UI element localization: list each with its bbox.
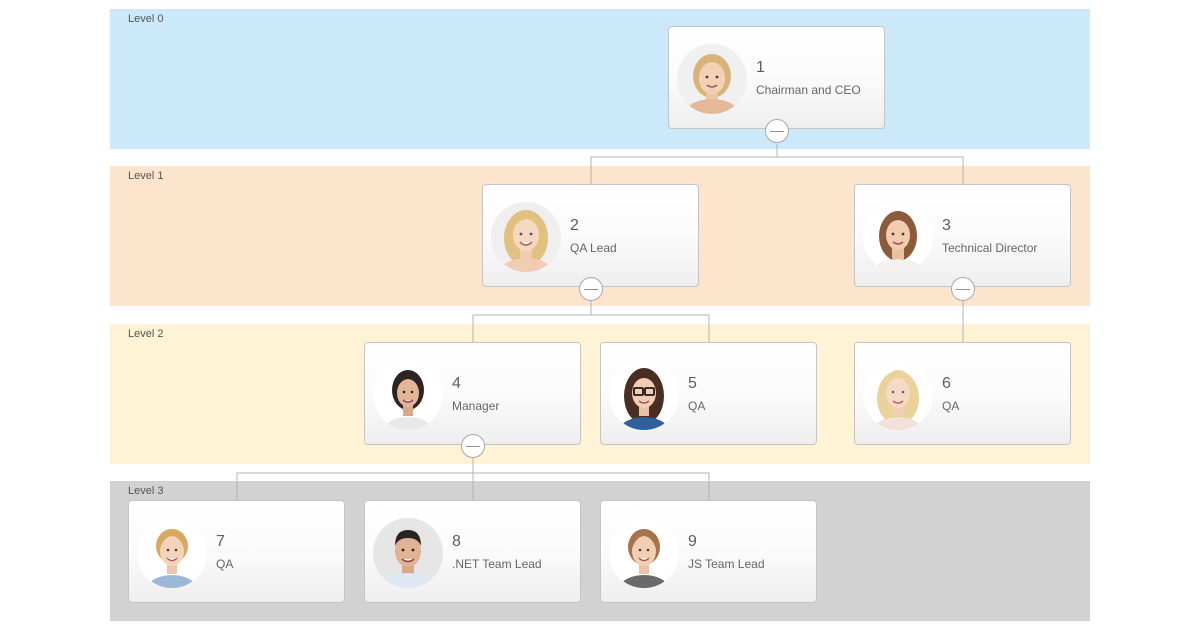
org-node-1[interactable]: 1 Chairman and CEO: [668, 26, 885, 129]
org-node-2[interactable]: 2 QA Lead: [482, 184, 699, 287]
level-label: Level 0: [128, 13, 164, 25]
node-number: 7: [216, 533, 225, 550]
node-number: 5: [688, 375, 697, 392]
collapse-toggle-icon[interactable]: [579, 277, 603, 301]
node-title: .NET Team Lead: [452, 557, 542, 571]
org-node-4[interactable]: 4 Manager: [364, 342, 581, 445]
female-dark-hair-avatar: [373, 360, 443, 430]
collapse-toggle-icon[interactable]: [765, 119, 789, 143]
org-node-8[interactable]: 8 .NET Team Lead: [364, 500, 581, 603]
level-band-0: Level 0: [110, 9, 1090, 149]
node-title: QA: [942, 399, 960, 413]
node-title: QA Lead: [570, 241, 617, 255]
node-number: 8: [452, 533, 461, 550]
female-blonde-avatar: [677, 44, 747, 114]
node-number: 2: [570, 217, 579, 234]
level-label: Level 3: [128, 485, 164, 497]
org-node-7[interactable]: 7 QA: [128, 500, 345, 603]
collapse-toggle-icon[interactable]: [461, 434, 485, 458]
org-node-3[interactable]: 3 Technical Director: [854, 184, 1071, 287]
female-blonde-avatar: [863, 360, 933, 430]
node-title: Chairman and CEO: [756, 83, 861, 97]
male-avatar: [373, 518, 443, 588]
node-number: 3: [942, 217, 951, 234]
node-number: 1: [756, 59, 765, 76]
female-blonde-avatar: [491, 202, 561, 272]
node-title: Manager: [452, 399, 500, 413]
org-node-6[interactable]: 6 QA: [854, 342, 1071, 445]
org-node-9[interactable]: 9 JS Team Lead: [600, 500, 817, 603]
female-brunette-avatar: [863, 202, 933, 272]
node-title: JS Team Lead: [688, 557, 765, 571]
node-title: Technical Director: [942, 241, 1038, 255]
node-number: 6: [942, 375, 951, 392]
level-label: Level 2: [128, 328, 164, 340]
female-brunette-avatar: [609, 518, 679, 588]
node-title: QA: [216, 557, 234, 571]
node-title: QA: [688, 399, 706, 413]
node-number: 4: [452, 375, 461, 392]
female-glasses-avatar: [609, 360, 679, 430]
org-node-5[interactable]: 5 QA: [600, 342, 817, 445]
level-label: Level 1: [128, 170, 164, 182]
collapse-toggle-icon[interactable]: [951, 277, 975, 301]
female-blonde-avatar: [137, 518, 207, 588]
node-number: 9: [688, 533, 697, 550]
